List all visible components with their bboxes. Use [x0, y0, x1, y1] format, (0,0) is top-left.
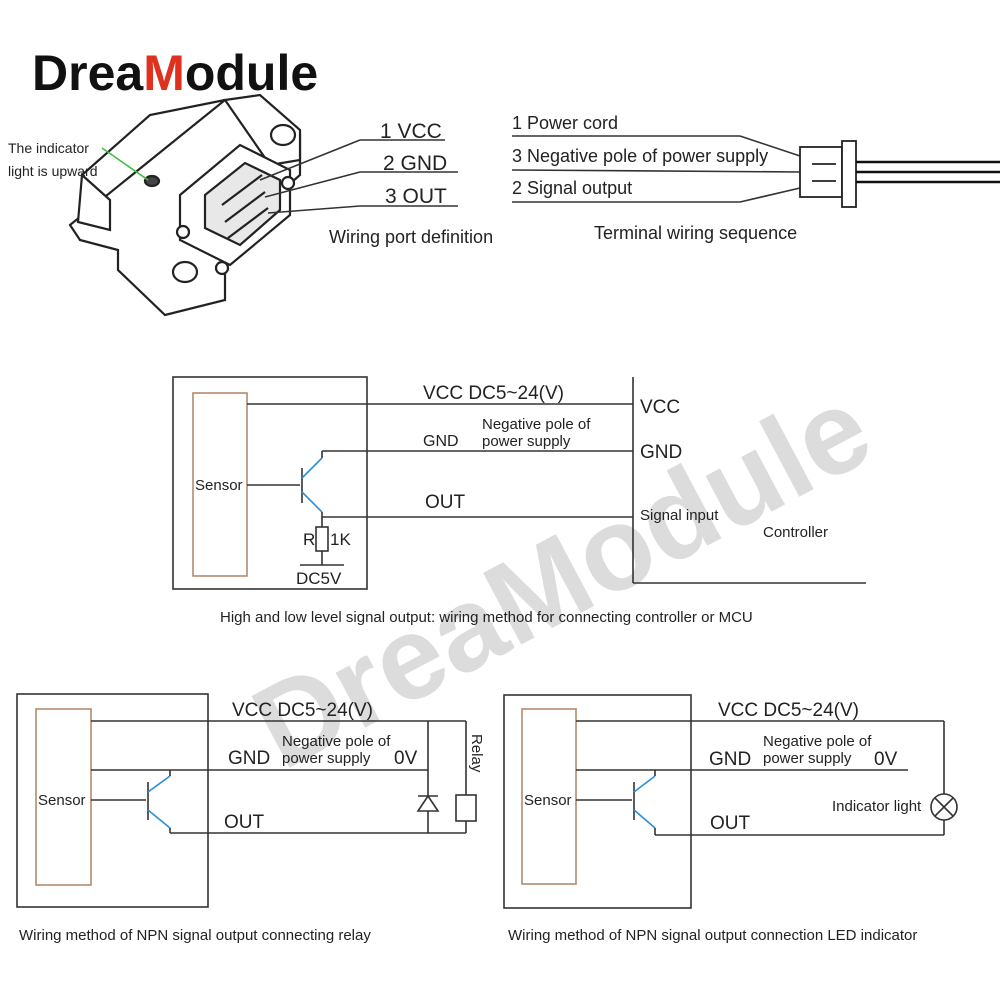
controller-signal-pin: Signal input: [640, 507, 719, 524]
pin-out-label: 3 OUT: [385, 185, 447, 208]
pin-vcc-label: 1 VCC: [380, 120, 442, 143]
vcc-line-label: VCC DC5~24(V): [232, 700, 373, 721]
out-line-label: OUT: [224, 812, 265, 833]
indicator-light-label: Indicator light: [832, 798, 922, 815]
led-diagram-caption: Wiring method of NPN signal output conne…: [508, 927, 917, 944]
controller-vcc-pin: VCC: [640, 397, 680, 418]
brand-logo: DreaModule: [32, 45, 318, 101]
led-wiring-diagram: Sensor Indicator light VCC DC5~24(V) GND…: [503, 694, 958, 944]
zero-volt-label: 0V: [874, 749, 898, 770]
neg-pole-line2: power supply: [763, 750, 852, 767]
dc5v-label: DC5V: [296, 569, 342, 588]
terminal-line-negative: 3 Negative pole of power supply: [512, 146, 768, 166]
terminal-line-signal: 2 Signal output: [512, 178, 632, 198]
pin-leader-lines: [259, 139, 458, 214]
terminal-line-power: 1 Power cord: [512, 113, 618, 133]
relay-diagram-caption: Wiring method of NPN signal output conne…: [19, 927, 371, 944]
sensor-label: Sensor: [524, 792, 572, 809]
terminal-wires: [511, 135, 801, 203]
controller-gnd-pin: GND: [640, 442, 682, 463]
sensor-label: Sensor: [38, 792, 86, 809]
indicator-note-line2: light is upward: [8, 163, 98, 179]
relay-coil: [455, 794, 477, 822]
pin-gnd-label: 2 GND: [383, 152, 447, 175]
resistor-value-label: 1K: [330, 530, 351, 549]
sensor-module-box: [16, 693, 209, 908]
sensor-device-illustration: [68, 93, 302, 317]
indicator-note-line1: The indicator: [8, 140, 89, 156]
controller-wiring-diagram: Sensor R 1K DC5V VCC DC5~24(V) GND Negat…: [172, 376, 866, 626]
sensor-module-box: [503, 694, 692, 909]
indicator-pointer-line: [101, 147, 149, 181]
relay-label: Relay: [468, 734, 485, 773]
terminal-caption: Terminal wiring sequence: [594, 223, 797, 243]
controller-diagram-caption: High and low level signal output: wiring…: [220, 609, 753, 626]
neg-pole-line1: Negative pole of: [282, 733, 391, 750]
terminal-cable: [856, 160, 1000, 184]
resistor-symbol: [315, 526, 329, 552]
sensor-module-box: [172, 376, 368, 590]
vcc-line-label: VCC DC5~24(V): [718, 700, 859, 721]
gnd-line-label: GND: [228, 748, 270, 769]
out-line-label: OUT: [425, 492, 466, 513]
out-line-label: OUT: [710, 813, 751, 834]
terminal-connector: [799, 140, 857, 208]
controller-label: Controller: [763, 524, 828, 541]
gnd-line-label: GND: [709, 749, 751, 770]
neg-pole-line1: Negative pole of: [482, 416, 591, 433]
relay-wiring-diagram: Sensor Relay VCC DC5~24(V) GND Negative …: [16, 693, 485, 944]
neg-pole-line2: power supply: [282, 750, 371, 767]
resistor-r-label: R: [303, 530, 315, 549]
port-caption: Wiring port definition: [329, 227, 493, 247]
vcc-line-label: VCC DC5~24(V): [423, 383, 564, 404]
sensor-element: [521, 708, 577, 885]
sensor-label: Sensor: [195, 477, 243, 494]
neg-pole-line2: power supply: [482, 433, 571, 450]
sensor-element: [35, 708, 92, 886]
gnd-line-label: GND: [423, 433, 459, 450]
zero-volt-label: 0V: [394, 748, 418, 769]
diode-symbol: [416, 794, 440, 812]
neg-pole-line1: Negative pole of: [763, 733, 872, 750]
